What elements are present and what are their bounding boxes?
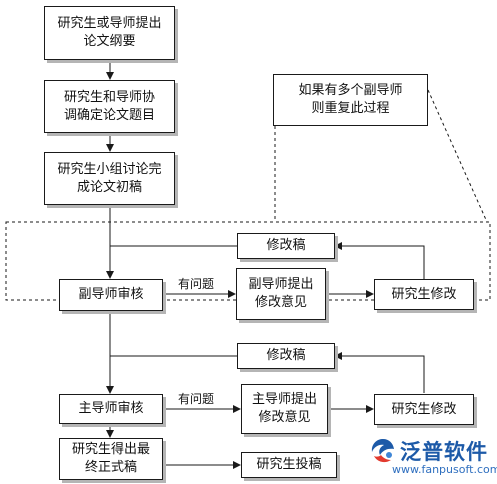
node-propose-outline: 研究生或导师提出 论文纲要	[44, 6, 175, 60]
node-main-advisor-opinion: 主导师提出 修改意见	[241, 384, 328, 434]
node-main-advisor-opinion-text: 主导师提出 修改意见	[251, 392, 317, 425]
node-submit-paper: 研究生投稿	[241, 452, 337, 478]
node-first-draft-text: 研究生小组讨论完 成论文初稿	[57, 161, 162, 195]
node-sub-advisor-draft: 修改稿	[237, 233, 335, 259]
fanpu-logo-icon	[371, 439, 394, 463]
node-main-student-revise-text: 研究生修改	[391, 401, 457, 417]
node-main-advisor-review-text: 主导师审核	[78, 401, 144, 416]
node-main-advisor-draft-text: 修改稿	[266, 348, 306, 363]
node-sub-student-revise-text: 研究生修改	[391, 286, 457, 302]
node-sub-advisor-review: 副导师审核	[59, 279, 163, 311]
label-sub-problem: 有问题	[178, 277, 215, 291]
node-final-version: 研究生得出最 终正式稿	[59, 438, 163, 480]
logo-url: www.fanpusoft.com	[392, 463, 497, 476]
node-sub-advisor-review-text: 副导师审核	[78, 287, 144, 302]
node-propose-outline-text: 研究生或导师提出 论文纲要	[57, 16, 162, 49]
note-multiple-sub-advisors: 如果有多个副导师 则重复此过程	[273, 74, 428, 126]
node-final-version-text: 研究生得出最 终正式稿	[71, 442, 150, 475]
node-sub-advisor-draft-text: 修改稿	[266, 238, 306, 253]
fanpu-logo: 泛普软件 www.fanpusoft.com	[364, 434, 497, 484]
edge-mainrevise-maindraft	[334, 352, 425, 393]
node-sub-student-revise: 研究生修改	[374, 279, 474, 310]
node-sub-advisor-opinion-text: 副导师提出 修改意见	[248, 277, 314, 310]
node-submit-paper-text: 研究生投稿	[256, 457, 322, 472]
logo-name: 泛普软件	[400, 440, 488, 464]
note-pointer-right	[427, 89, 488, 223]
node-first-draft: 研究生小组讨论完 成论文初稿	[44, 152, 175, 205]
node-sub-advisor-opinion: 副导师提出 修改意见	[236, 268, 326, 320]
node-main-student-revise: 研究生修改	[374, 394, 474, 425]
edge-subrevise-subdraft	[334, 242, 425, 279]
label-main-problem: 有问题	[178, 392, 215, 406]
note-text: 如果有多个副导师 则重复此过程	[298, 83, 403, 116]
node-confirm-topic-text: 研究生和导师协 调确定论文题目	[63, 89, 155, 123]
node-confirm-topic: 研究生和导师协 调确定论文题目	[44, 80, 175, 133]
node-main-advisor-review: 主导师审核	[59, 394, 163, 424]
node-main-advisor-draft: 修改稿	[237, 343, 335, 369]
